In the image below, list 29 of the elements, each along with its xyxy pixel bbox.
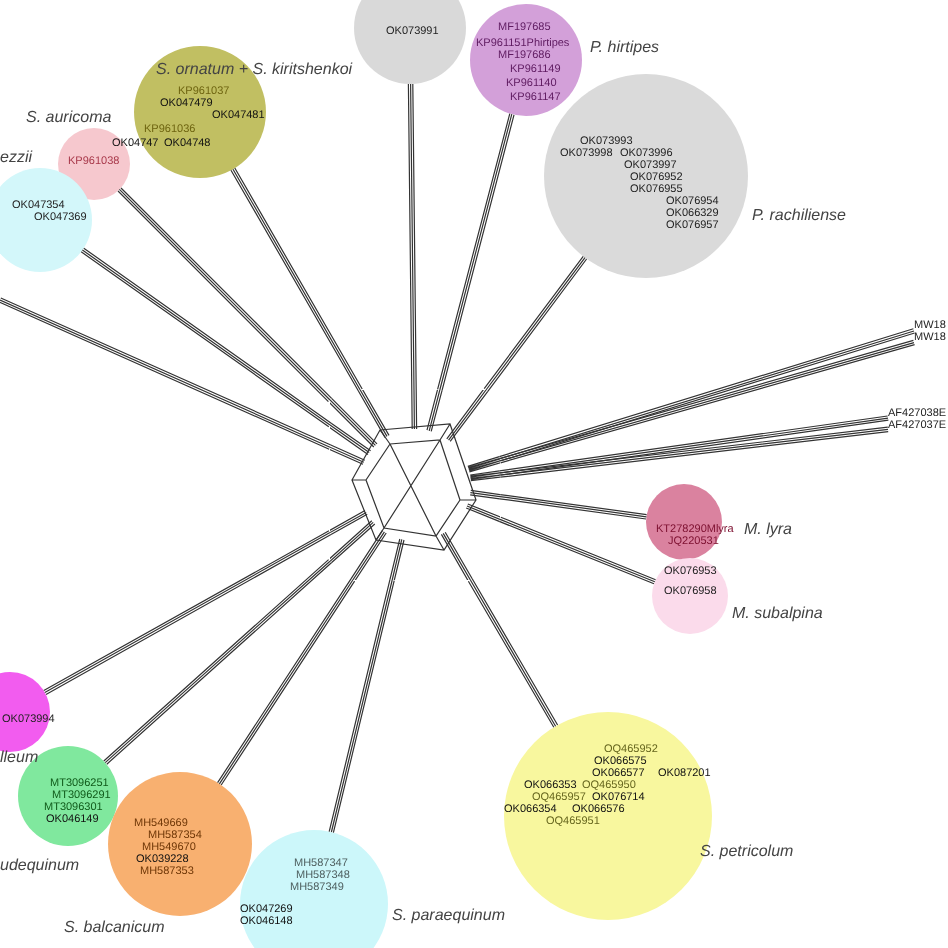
species-label: M. lyra	[744, 519, 792, 537]
branch-line	[80, 247, 332, 428]
branch-line	[499, 426, 889, 478]
branch-line	[0, 297, 332, 450]
branch-line	[467, 578, 559, 728]
species-label: lleum	[0, 747, 39, 765]
branch-line	[483, 255, 588, 392]
branch-line	[498, 516, 657, 585]
species-label: P. rachiliense	[752, 205, 846, 223]
branch-line	[103, 559, 332, 765]
species-label: M. subalpina	[732, 603, 823, 621]
species-label: S. paraequinum	[392, 905, 505, 923]
branch-line	[407, 83, 417, 391]
species-label: P. hirtipes	[590, 37, 660, 55]
branch-line	[230, 167, 363, 392]
branch-line	[499, 494, 648, 520]
branch-line	[437, 113, 515, 392]
species-label: S. petricolum	[700, 841, 794, 859]
species-label: S. ornatum + S. kiritshenkoi	[156, 59, 353, 77]
branch-line	[117, 187, 333, 403]
species-label: S. auricoma	[26, 107, 112, 125]
branch-line	[328, 578, 395, 834]
splits-network-drawing	[330, 390, 500, 580]
branch-line	[43, 530, 332, 695]
species-label: ezzii	[0, 147, 33, 165]
species-label: S. balcanicum	[64, 917, 165, 935]
species-label: udequinum	[0, 855, 80, 873]
branch-line	[217, 578, 356, 786]
branch-line	[499, 415, 889, 476]
